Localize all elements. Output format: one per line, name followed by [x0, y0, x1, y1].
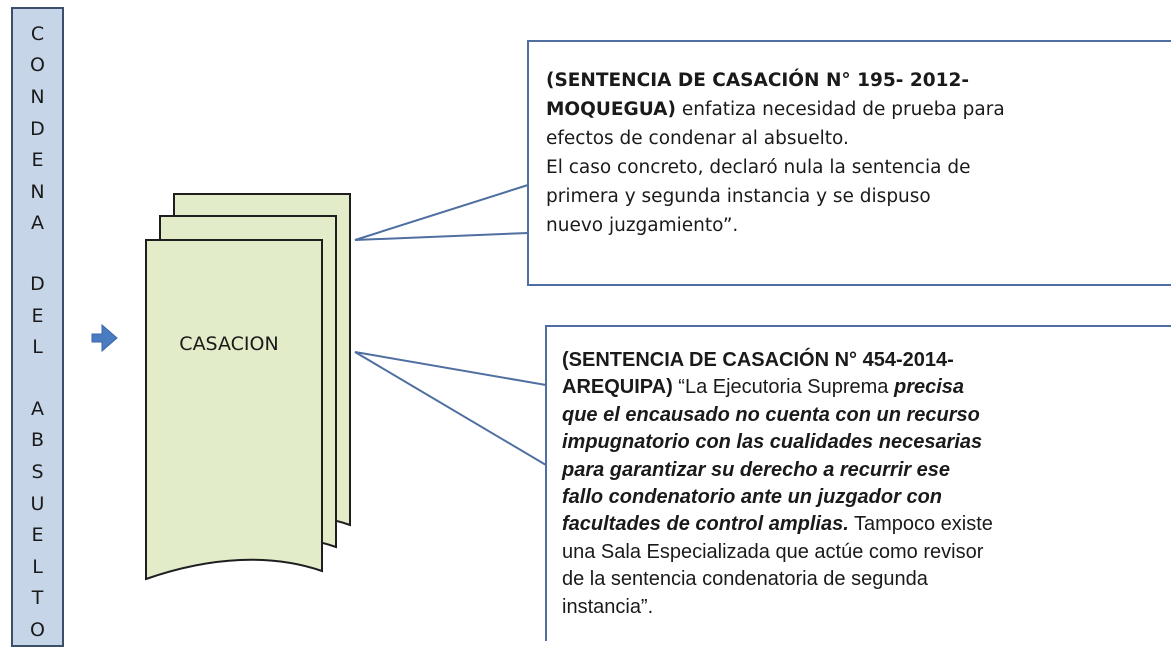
callout-1-line: efectos de condenar al absuelto. — [546, 128, 849, 149]
connector-line-upper — [354, 184, 529, 241]
callout-2-text-span: Tampoco existe — [848, 513, 993, 536]
vertical-letter: U — [30, 493, 45, 515]
vertical-letter: L — [32, 556, 43, 578]
callout-2-line: facultades de control amplias. Tampoco e… — [562, 511, 1170, 538]
callout-2-line: de la sentencia condenatoria de segunda — [562, 568, 928, 591]
vertical-letter: L — [32, 336, 43, 358]
vertical-letter: E — [31, 305, 44, 327]
callout-casacion-195-2012: (SENTENCIA DE CASACIÓN N° 195- 2012- MOQ… — [527, 40, 1171, 286]
vertical-letter: S — [31, 461, 44, 483]
document-front — [145, 239, 323, 581]
vertical-letter: D — [30, 273, 45, 295]
vertical-letter: N — [30, 86, 45, 108]
vertical-letter: C — [30, 23, 45, 45]
vertical-letter: N — [30, 181, 45, 203]
vertical-letter: D — [30, 118, 45, 140]
callout-2-line: instancia”. — [562, 595, 654, 618]
connector-line-lower — [354, 351, 547, 466]
vertical-title-bar: C O N D E N A D E L A B S U E L T O — [11, 7, 64, 647]
vertical-letter: E — [31, 149, 44, 171]
callout-1-line: primera y segunda instancia y se dispuso — [546, 186, 931, 207]
vertical-letter: B — [30, 429, 45, 451]
callout-1-line: El caso concreto, declaró nula la senten… — [546, 157, 971, 178]
casacion-label: CASACION — [179, 333, 278, 355]
callout-1-line: MOQUEGUA) enfatiza necesidad de prueba p… — [546, 95, 1166, 124]
vertical-letter: O — [30, 54, 45, 76]
callout-1-text-span: enfatiza necesidad de prueba para — [675, 99, 1005, 120]
callout-2-emphasis-line: impugnatorio con las cualidades necesari… — [562, 431, 983, 454]
callout-2-case-city: AREQUIPA) — [562, 376, 673, 399]
callout-2-emphasis-line: para garantizar su derecho a recurrir es… — [562, 458, 950, 481]
callout-2-emphasis: facultades de control amplias. — [562, 513, 849, 536]
vertical-letter: A — [31, 398, 44, 420]
callout-2-emphasis: precisa — [893, 376, 965, 399]
callout-2-text: (SENTENCIA DE CASACIÓN N° 454-2014- AREQ… — [562, 347, 1170, 621]
callout-2-line: (SENTENCIA DE CASACIÓN N° 454-2014- — [562, 347, 1170, 374]
vertical-letter: A — [31, 212, 44, 234]
callout-1-text: (SENTENCIA DE CASACIÓN N° 195- 2012- MOQ… — [546, 66, 1166, 240]
callout-2-text-span: “La Ejecutoria Suprema — [672, 376, 894, 399]
vertical-letter: O — [30, 619, 45, 641]
callout-2-line: AREQUIPA) “La Ejecutoria Suprema precisa — [562, 374, 1170, 401]
vertical-letter: E — [31, 524, 44, 546]
callout-2-emphasis-line: fallo condenatorio ante un juzgador con — [562, 486, 943, 509]
callout-1-line: nuevo juzgamiento”. — [546, 215, 739, 236]
callout-2-case-title: (SENTENCIA DE CASACIÓN N° 454-2014- — [562, 349, 954, 371]
callout-2-line: una Sala Especializada que actúe como re… — [562, 540, 984, 563]
vertical-letter: T — [31, 587, 44, 609]
right-arrow-icon — [91, 323, 118, 353]
callout-casacion-454-2014: (SENTENCIA DE CASACIÓN N° 454-2014- AREQ… — [545, 325, 1171, 641]
callout-1-line: (SENTENCIA DE CASACIÓN N° 195- 2012- — [546, 66, 1166, 95]
callout-1-case-city: MOQUEGUA) — [546, 99, 676, 120]
callout-2-emphasis-line: que el encausado no cuenta con un recurs… — [562, 403, 980, 426]
callout-1-case-title: (SENTENCIA DE CASACIÓN N° 195- 2012- — [546, 70, 970, 91]
